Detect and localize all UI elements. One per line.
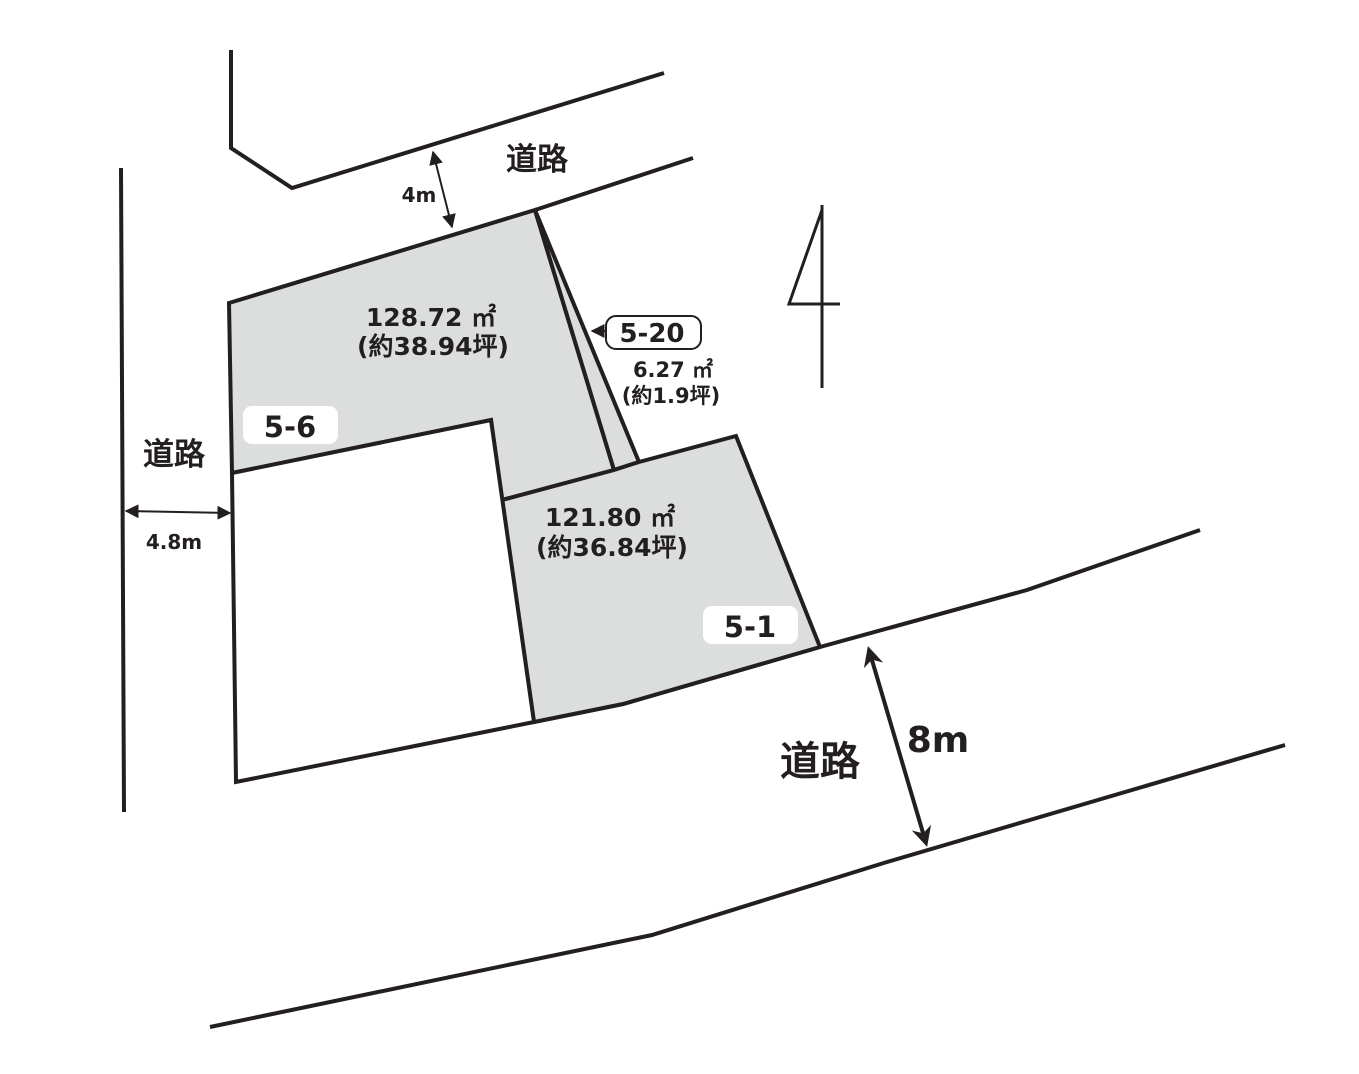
lot-5-1-number-badge xyxy=(703,606,798,644)
south-road-edge-far xyxy=(209,743,1286,1029)
lot-5-20-number-badge xyxy=(605,315,702,350)
lot-5-6-area: 128.72 ㎡ xyxy=(366,303,496,332)
lot-5-1-tsubo: (約36.84坪) xyxy=(536,533,688,562)
neighbour-lot-shape xyxy=(229,417,537,785)
lot-5-6-number: 5-6 xyxy=(264,410,316,444)
north-road-width-arrow xyxy=(429,150,456,229)
south-road-label: 道路 xyxy=(780,739,861,785)
lot-5-1-shape[interactable] xyxy=(499,433,823,725)
north-road-width-label: 4m xyxy=(402,183,437,207)
west-road-label: 道路 xyxy=(143,437,206,473)
west-road-edge xyxy=(119,167,126,813)
south-road-width-label: 8m xyxy=(907,720,970,761)
south-road-width-arrow xyxy=(863,646,932,847)
north-arrow-icon xyxy=(786,205,840,388)
lot-5-6-number-badge xyxy=(243,406,338,444)
lot-5-6-tsubo: (約38.94坪) xyxy=(357,332,509,361)
west-road-width-label: 4.8m xyxy=(146,530,202,554)
lot-5-20-tsubo: (約1.9坪) xyxy=(622,384,720,408)
lot-5-1-number: 5-1 xyxy=(724,610,776,644)
north-road-label: 道路 xyxy=(506,142,569,178)
lot-5-1-area: 121.80 ㎡ xyxy=(545,503,675,532)
north-road-edge-far xyxy=(229,50,665,191)
west-road-width-arrow xyxy=(124,504,232,520)
lot-5-20-number: 5-20 xyxy=(619,319,684,349)
lot-5-20-area: 6.27 ㎡ xyxy=(633,358,713,382)
north-road-edge-near xyxy=(534,156,694,212)
